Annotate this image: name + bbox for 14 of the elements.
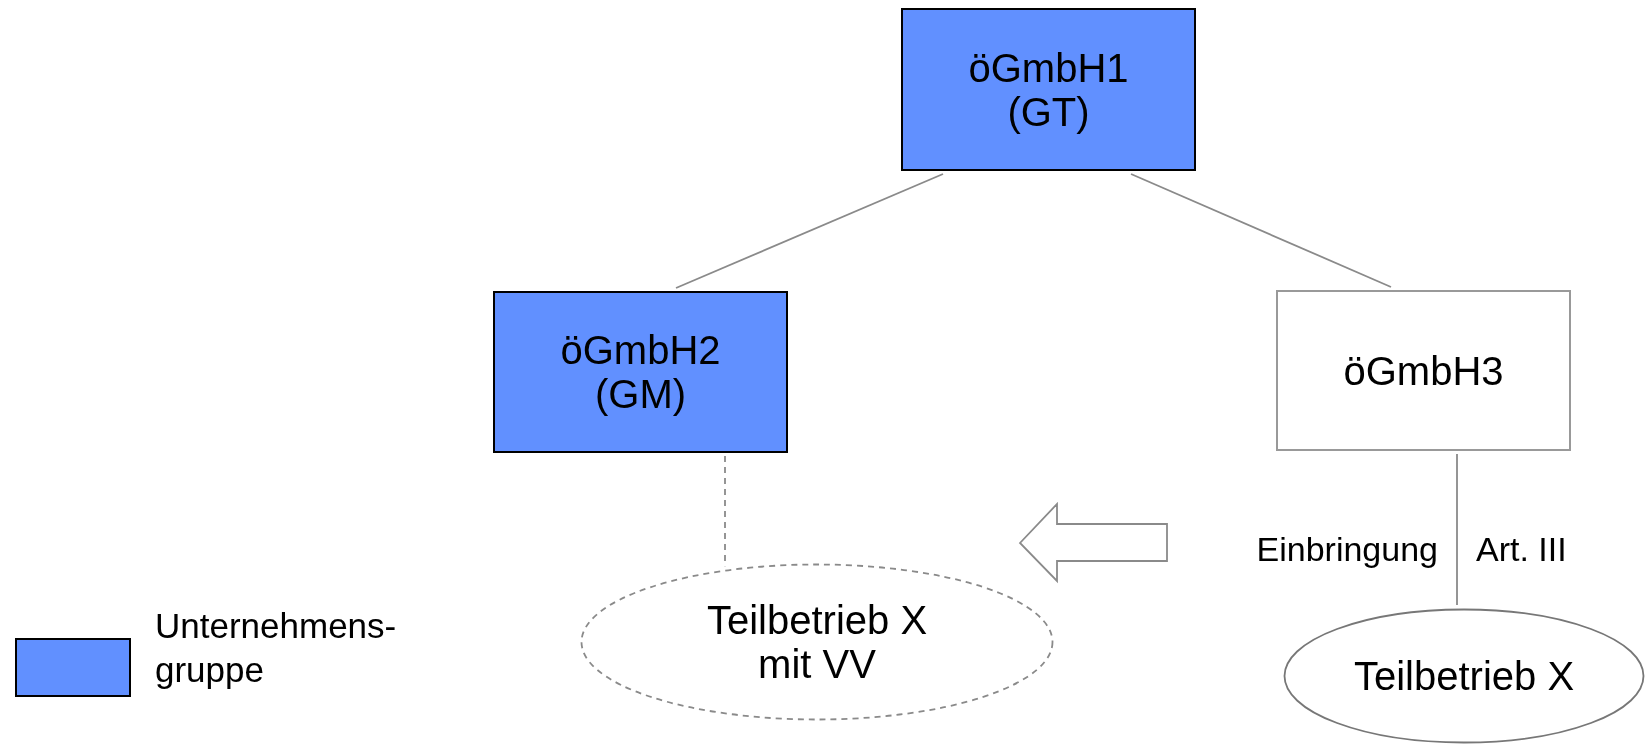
connector-line [675, 173, 944, 289]
node-label: öGmbH1 (GT) [967, 45, 1130, 134]
node-label: öGmbH3 [1342, 348, 1505, 393]
node-label: Teilbetrieb X mit VV [705, 598, 929, 686]
connector-line [1130, 173, 1392, 288]
company-box [901, 8, 1196, 171]
ellipse-node [1283, 608, 1645, 744]
company-box [1276, 290, 1571, 451]
ellipse-node [580, 563, 1054, 721]
legend-text: Unternehmens- gruppe [155, 605, 398, 691]
node-label: öGmbH2 (GM) [559, 328, 722, 416]
company-box [493, 291, 788, 453]
connector-line [1456, 453, 1458, 606]
node-label: Teilbetrieb X [1352, 654, 1576, 698]
